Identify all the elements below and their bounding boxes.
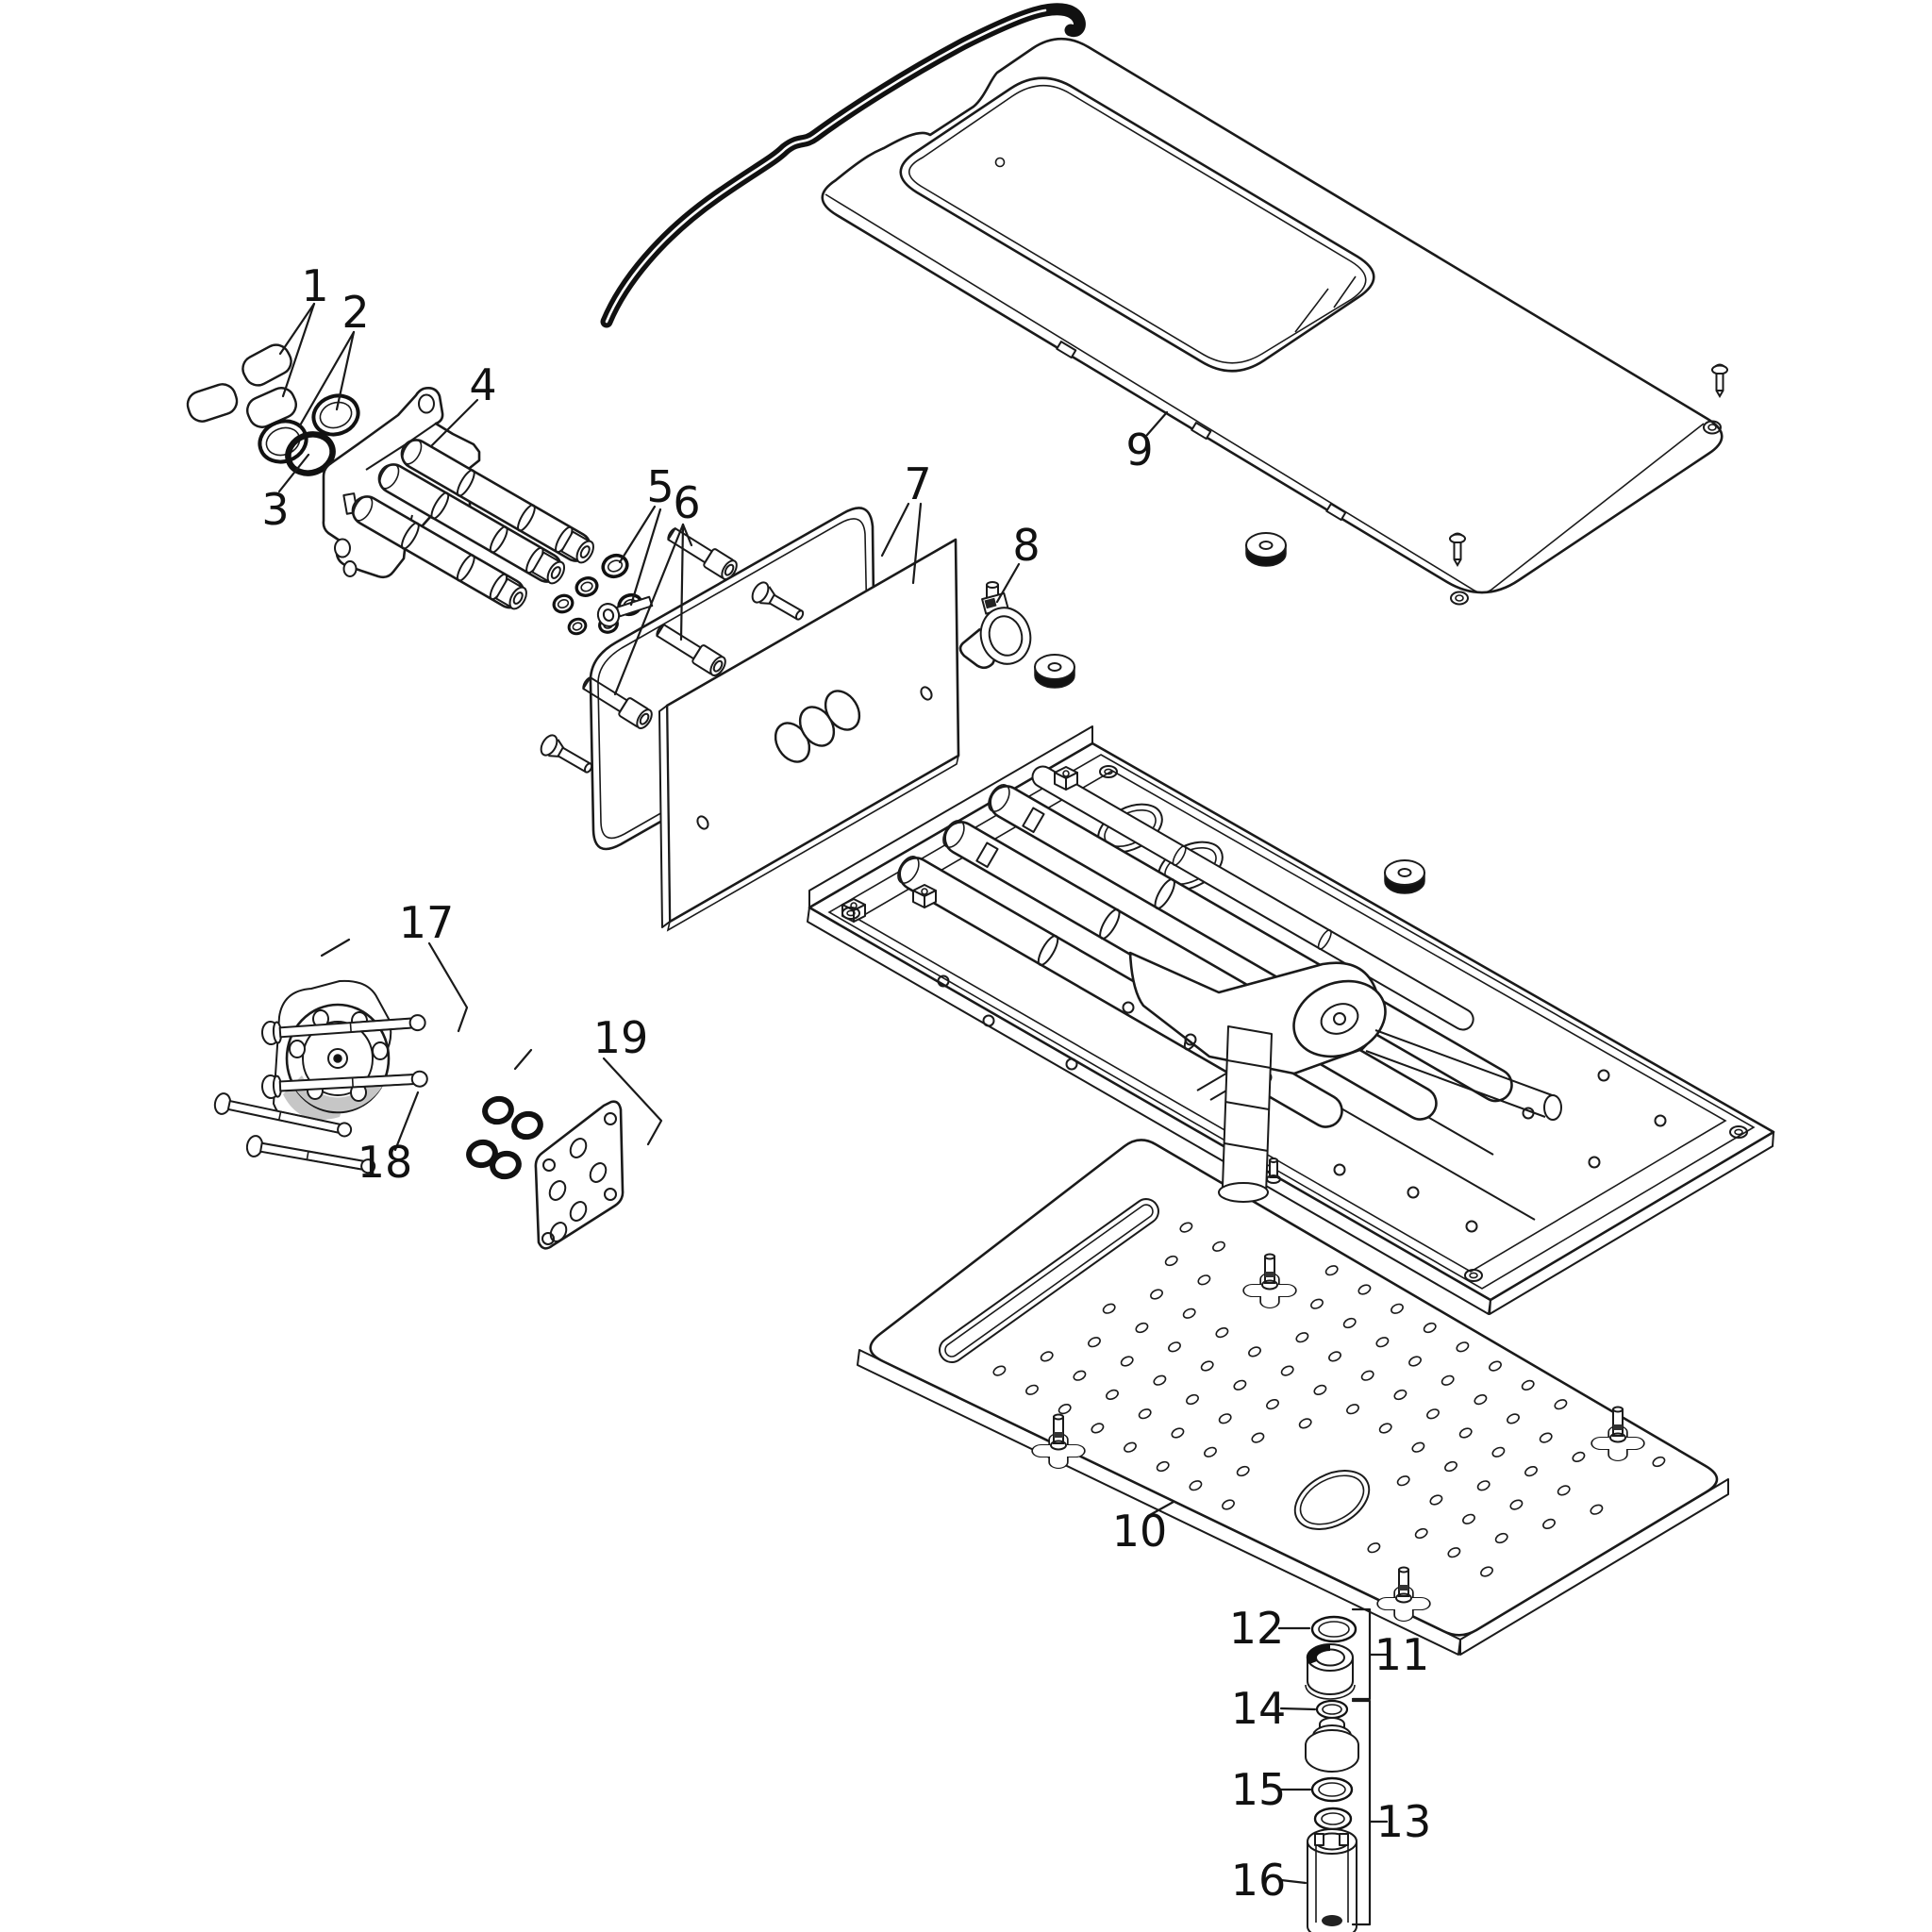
flat-head-screw	[540, 734, 593, 774]
leader-line-2	[298, 330, 356, 427]
spray-plate-10	[857, 1139, 1729, 1656]
collar-11	[1305, 1643, 1356, 1700]
leader-line-3	[277, 453, 310, 493]
pivot-column	[1218, 1025, 1273, 1203]
callout-1: 1	[301, 260, 328, 311]
flat-head-screw	[751, 581, 805, 621]
panel-pilot-hole	[994, 157, 1006, 168]
cross-fitting	[1242, 1253, 1297, 1308]
spring-screw	[596, 595, 654, 627]
callout-13: 13	[1376, 1796, 1432, 1847]
leader-line-7	[880, 502, 910, 558]
leader-line-7	[911, 502, 923, 585]
chassis-bosses	[841, 765, 1748, 1282]
o-ring-15b	[1313, 1807, 1353, 1831]
stepped-grommet	[1305, 1717, 1359, 1773]
manifold-17	[213, 979, 428, 1174]
leader-line-17	[427, 941, 469, 1033]
chassis-body	[807, 725, 1775, 1315]
o-rings-19	[466, 1095, 543, 1180]
leader-line-11	[1351, 1607, 1372, 1701]
callout-15: 15	[1231, 1764, 1287, 1815]
leader-line-6	[679, 523, 685, 641]
panel-screw	[1711, 363, 1728, 398]
callout-11: 11	[1374, 1629, 1430, 1680]
callout-17: 17	[399, 897, 455, 948]
o-ring-15	[1310, 1776, 1354, 1803]
leader-line-19	[513, 1048, 533, 1071]
leader-line-6	[613, 523, 685, 696]
o-ring-3	[285, 431, 336, 476]
manifold-screws-18	[213, 1014, 428, 1174]
leader-line-5	[629, 508, 662, 607]
callout-7: 7	[904, 458, 931, 509]
front-plate-7	[658, 538, 960, 932]
callout-10: 10	[1112, 1506, 1168, 1557]
sleeve-16	[1307, 1828, 1357, 1932]
leader-line-1	[281, 302, 316, 398]
callout-4: 4	[469, 359, 496, 410]
leader-line-6	[681, 523, 693, 547]
cover-panel-9	[821, 38, 1728, 606]
leader-line-4	[430, 398, 479, 447]
callout-16: 16	[1231, 1855, 1287, 1906]
leader-line-8	[995, 562, 1021, 604]
pivot-clamp	[958, 591, 1032, 670]
panel-screw	[1449, 532, 1466, 567]
callout-18: 18	[358, 1137, 413, 1188]
knurled-plugs-1	[186, 343, 297, 428]
leader-line-1	[278, 302, 316, 356]
supply-cable	[600, 3, 1086, 328]
tip-o-rings-5	[552, 553, 654, 636]
nozzle-stack	[1305, 1615, 1359, 1932]
o-ring-14	[1315, 1699, 1349, 1720]
leader-line-13	[1351, 1699, 1372, 1926]
callout-9: 9	[1125, 425, 1153, 475]
callout-14: 14	[1231, 1683, 1287, 1734]
cable-highlight	[842, 69, 861, 86]
spray-plate-fittings	[1031, 1253, 1645, 1622]
pivot-mechanism	[1128, 951, 1562, 1121]
leader-line-2	[335, 330, 356, 411]
callout-6: 6	[673, 477, 700, 528]
callout-3: 3	[261, 484, 289, 535]
leader-line-17	[320, 938, 351, 958]
leader-line-10	[1146, 1500, 1175, 1518]
callout-8: 8	[1012, 520, 1040, 571]
panel-edge-tabs	[1056, 341, 1347, 522]
leader-line-9	[1145, 410, 1169, 437]
leader-line-18	[393, 1091, 420, 1152]
spray-plate-holes	[992, 1222, 1666, 1577]
leader-line-19	[602, 1057, 663, 1146]
select-buttons	[774, 690, 861, 763]
seal-plate-19	[534, 1100, 625, 1250]
cross-fitting	[1031, 1413, 1086, 1469]
o-ring-12	[1310, 1615, 1357, 1643]
spray-plate-slot	[939, 1198, 1159, 1363]
leader-line-5	[618, 505, 657, 564]
leader-line-14	[1279, 1707, 1317, 1711]
panel-window-cutout	[899, 76, 1375, 373]
cross-fitting	[1591, 1406, 1645, 1461]
panel-corner-holes	[1450, 420, 1722, 606]
callout-2: 2	[341, 287, 369, 338]
callout-12: 12	[1229, 1603, 1285, 1654]
leader-line-16	[1279, 1878, 1307, 1885]
callout-5: 5	[646, 461, 674, 512]
socket-screws-6	[582, 527, 738, 730]
bracket-pipes	[351, 439, 594, 610]
chassis-stud	[1266, 1158, 1281, 1184]
spray-plate-center-hole	[1293, 1470, 1371, 1530]
rubber-washers	[1034, 532, 1425, 894]
cross-fitting	[1376, 1566, 1431, 1622]
callout-19: 19	[593, 1012, 649, 1063]
